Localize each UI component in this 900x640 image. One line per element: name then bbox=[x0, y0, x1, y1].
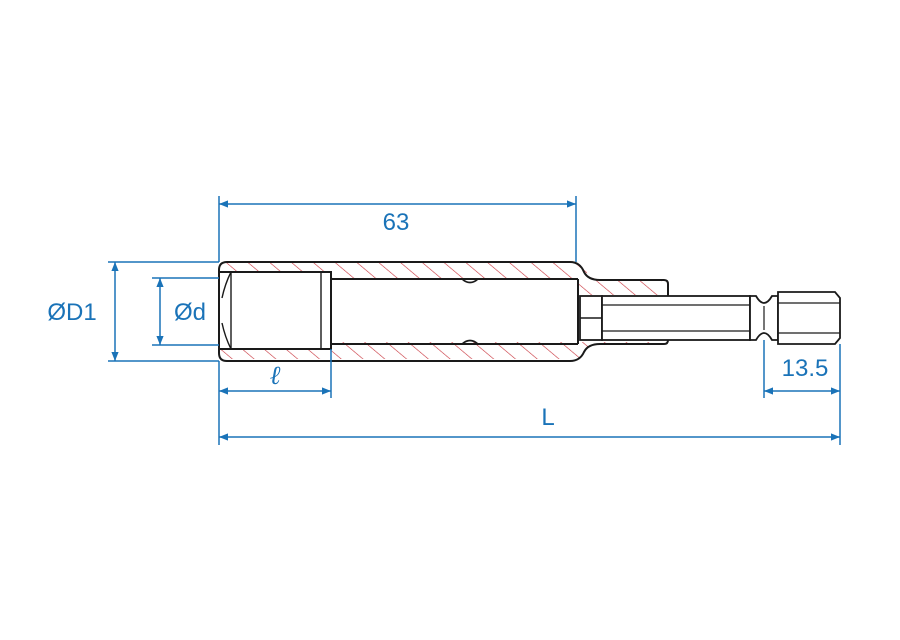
hex-tip bbox=[777, 291, 841, 345]
hex-socket-chamfer-bottom bbox=[221, 322, 232, 350]
socket-body bbox=[218, 261, 669, 362]
bottom-groove bbox=[461, 339, 479, 345]
dimensions bbox=[108, 196, 841, 445]
top-groove bbox=[461, 278, 479, 284]
neck-bottom-hatch bbox=[578, 342, 662, 359]
hex-socket-opening bbox=[218, 271, 332, 350]
neck-top-hatch bbox=[578, 262, 662, 295]
hex-socket-chamfer-top bbox=[221, 271, 232, 299]
label-outer-diameter: ØD1 bbox=[47, 299, 96, 326]
hex-end-top-hatch bbox=[219, 262, 331, 272]
label-hex-shank: 13.5 bbox=[782, 355, 829, 382]
top-wall-hatch bbox=[331, 262, 578, 279]
shank-body bbox=[601, 295, 751, 341]
hex-end-bottom-hatch bbox=[219, 349, 331, 359]
dimension-labels: 63 ØD1 Ød ℓ 13.5 L bbox=[47, 209, 828, 431]
label-overall-length: L bbox=[541, 404, 554, 431]
label-hex-depth: ℓ bbox=[270, 361, 281, 391]
label-63: 63 bbox=[383, 209, 410, 236]
hex-bit-shank bbox=[579, 291, 841, 345]
bottom-wall-hatch bbox=[331, 342, 578, 359]
label-inner-diameter: Ød bbox=[174, 299, 206, 326]
